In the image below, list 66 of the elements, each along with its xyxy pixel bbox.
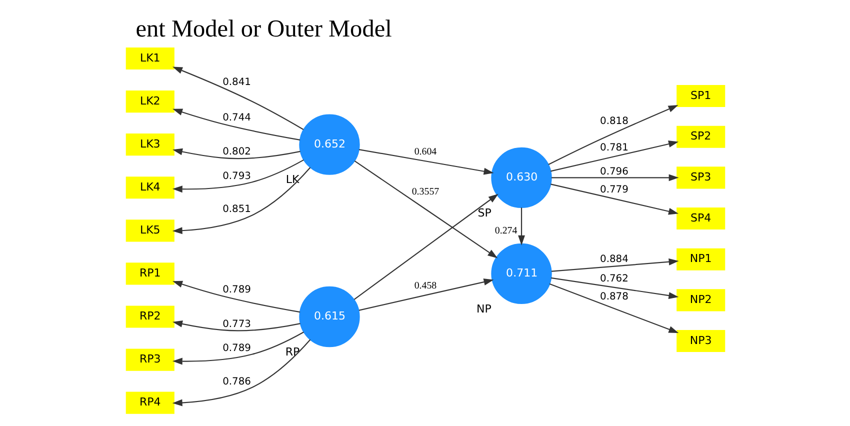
edge-label: 0.818	[600, 116, 628, 127]
edge-label: 0.851	[222, 204, 250, 216]
arrow	[358, 278, 494, 311]
arrow	[358, 148, 494, 175]
edge-label: 0.841	[222, 77, 250, 88]
edge-label: 0.878	[600, 291, 628, 302]
edge-label: 0.604	[414, 146, 436, 158]
edge-label: 0.762	[600, 274, 628, 285]
arrow	[550, 277, 678, 299]
arrow	[550, 258, 678, 272]
node-box: SP2	[676, 126, 725, 148]
arrow	[172, 66, 304, 130]
node-box: SP1	[676, 84, 725, 108]
edge-label: 0.802	[222, 146, 250, 158]
arrow	[172, 108, 300, 140]
edge-label: 0.786	[222, 376, 250, 388]
node-circle: 0.652	[298, 114, 360, 175]
edge-label: 0.3557	[411, 186, 439, 198]
node-box: LK1	[125, 47, 174, 70]
arrow	[550, 184, 678, 215]
edge-label: 0.789	[222, 284, 250, 296]
node-label: NP	[476, 302, 491, 316]
node-circle: 0.630	[490, 147, 552, 208]
edge-label: 0.781	[600, 142, 628, 154]
edge-label: 0.789	[222, 343, 250, 354]
node-label: RP	[284, 345, 300, 358]
node-box: SP4	[676, 207, 725, 230]
node-label: LK	[285, 173, 299, 186]
node-box: NP2	[676, 289, 725, 312]
node-box: RP1	[125, 262, 174, 285]
arrow	[354, 160, 498, 258]
edge-label: 0.779	[600, 184, 628, 196]
arrow	[548, 105, 678, 166]
edge-label: 0.274	[494, 226, 517, 237]
node-box: RP3	[125, 348, 174, 371]
arrow	[353, 194, 498, 300]
node-box: NP1	[676, 248, 725, 270]
node-label: SP	[477, 206, 491, 220]
node-box: LK3	[125, 134, 174, 156]
arrow	[518, 208, 524, 246]
arrow	[172, 339, 310, 406]
arrow	[550, 140, 678, 172]
node-circle: 0.711	[490, 243, 552, 304]
edge-label: 0.744	[222, 112, 250, 124]
arrow	[172, 320, 300, 332]
diagram-title: ent Model or Outer Model	[135, 16, 392, 43]
arrow	[550, 174, 678, 182]
node-box: RP4	[125, 392, 174, 414]
arrow	[548, 283, 678, 333]
arrow	[172, 159, 304, 193]
arrow	[172, 148, 300, 160]
edge-label: 0.884	[600, 254, 628, 265]
node-box: SP3	[676, 166, 725, 189]
node-circle: 0.615	[298, 286, 360, 348]
edge-label: 0.773	[222, 318, 250, 330]
node-box: LK2	[125, 90, 174, 113]
node-box: NP3	[676, 330, 725, 352]
arrow	[172, 280, 300, 313]
arrow	[172, 332, 304, 365]
node-box: RP2	[125, 306, 174, 328]
edge-label: 0.796	[600, 166, 628, 178]
edge-label: 0.458	[414, 280, 436, 292]
node-box: LK5	[125, 220, 174, 242]
edge-label: 0.793	[222, 171, 250, 182]
node-box: LK4	[125, 176, 174, 199]
arrow	[172, 167, 310, 234]
